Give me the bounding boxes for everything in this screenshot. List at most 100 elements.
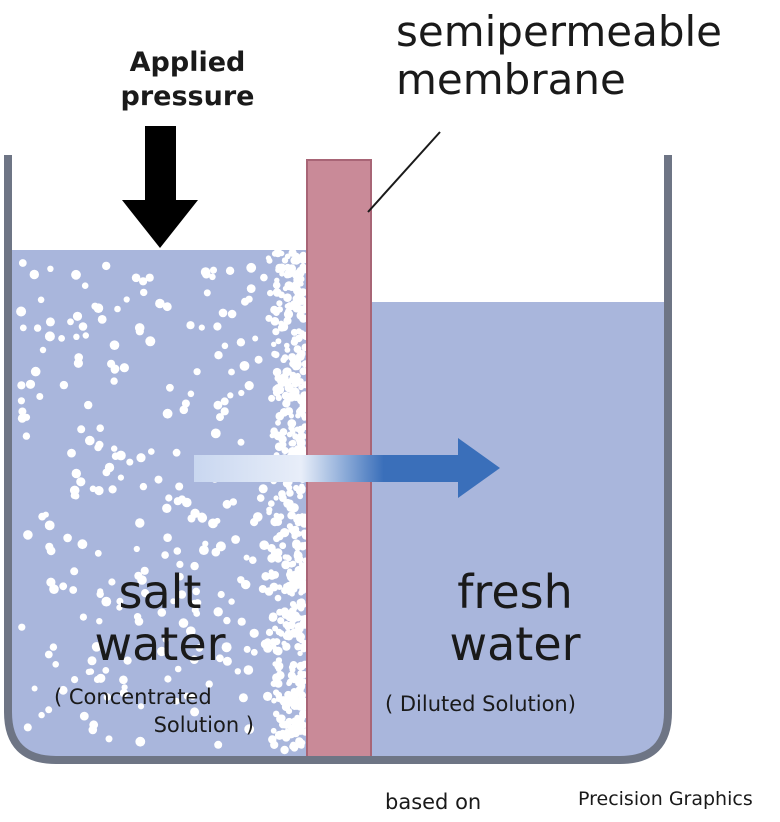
salt-particle xyxy=(176,572,184,581)
applied-pressure-line2: pressure xyxy=(120,81,255,112)
salt-particle xyxy=(275,657,283,664)
salt-particle xyxy=(263,691,273,702)
salt-particle xyxy=(81,282,89,290)
salt-particle xyxy=(297,650,303,657)
salt-particle xyxy=(137,703,145,710)
salt-particle xyxy=(286,484,293,491)
salt-particle xyxy=(162,408,173,419)
salt-particle xyxy=(284,281,294,291)
salt-particle xyxy=(293,445,302,454)
salt-particle xyxy=(145,273,154,282)
salt-particle xyxy=(271,341,277,347)
salt-particle xyxy=(293,551,303,561)
salt-particle xyxy=(155,298,165,309)
salt-particle xyxy=(288,440,295,447)
salt-particle xyxy=(199,545,209,555)
salt-particle xyxy=(208,518,218,529)
salt-particle xyxy=(141,589,150,598)
fresh-water-line2: water xyxy=(449,617,581,671)
salt-particle xyxy=(286,699,293,707)
salt-particle xyxy=(231,535,241,544)
salt-particle xyxy=(102,261,111,271)
salt-particle xyxy=(217,590,225,599)
salt-particle xyxy=(249,628,259,638)
salt-particle xyxy=(200,267,211,277)
salt-particle xyxy=(265,314,273,322)
salt-particle xyxy=(279,271,285,277)
salt-sub-line2: Solution ) xyxy=(153,713,254,737)
salt-particle xyxy=(275,670,285,680)
salt-water-label: salt water xyxy=(60,566,260,670)
salt-particle xyxy=(246,262,257,273)
salt-particle xyxy=(195,644,204,652)
salt-particle xyxy=(148,448,155,455)
salt-particle xyxy=(84,400,93,410)
salt-particle xyxy=(23,530,33,540)
salt-particle xyxy=(267,289,274,297)
salt-particle xyxy=(237,576,245,584)
salt-particle xyxy=(270,517,280,527)
salt-particle xyxy=(273,495,279,501)
salt-particle xyxy=(250,518,259,527)
salt-particle xyxy=(261,572,271,581)
salt-particle xyxy=(59,582,68,591)
salt-particle xyxy=(267,553,277,563)
salt-particle xyxy=(293,358,301,366)
salt-particle xyxy=(279,542,287,550)
salt-particle xyxy=(116,604,123,611)
salt-particle xyxy=(283,293,292,303)
fresh-water-sublabel: ( Diluted Solution) xyxy=(385,692,576,716)
salt-particle xyxy=(254,355,263,364)
salt-particle xyxy=(295,686,304,695)
salt-particle xyxy=(273,548,283,557)
salt-particle xyxy=(250,648,258,656)
salt-particle xyxy=(296,632,305,641)
credit-based-on: based on xyxy=(385,790,482,814)
salt-particle xyxy=(243,645,251,653)
salt-particle xyxy=(30,366,41,377)
salt-particle xyxy=(282,642,291,651)
salt-particle xyxy=(45,317,55,327)
salt-particle xyxy=(187,514,196,523)
membrane-leader-line xyxy=(367,131,441,213)
salt-particle xyxy=(183,692,191,700)
salt-particle xyxy=(216,413,224,422)
salt-particle xyxy=(101,596,112,607)
salt-particle xyxy=(179,405,189,415)
salt-particle xyxy=(85,668,93,676)
salt-particle xyxy=(266,257,273,264)
salt-particle xyxy=(190,707,200,717)
salt-particle xyxy=(300,645,308,653)
salt-particle xyxy=(192,587,200,596)
salt-particle xyxy=(140,288,148,297)
salt-particle xyxy=(31,685,38,692)
salt-particle xyxy=(162,636,170,643)
salt-particle xyxy=(69,586,78,594)
salt-particle xyxy=(134,571,143,580)
salt-particle xyxy=(18,623,26,631)
salt-particle xyxy=(136,453,146,463)
salt-particle xyxy=(16,306,27,317)
salt-particle xyxy=(293,722,301,731)
salt-particle xyxy=(270,317,280,326)
salt-particle xyxy=(123,656,132,665)
salt-particle xyxy=(278,714,286,722)
salt-particle xyxy=(270,305,279,314)
salt-particle xyxy=(291,528,300,536)
salt-particle xyxy=(121,684,128,691)
salt-particle xyxy=(268,500,275,507)
salt-particle xyxy=(221,342,229,350)
salt-particle xyxy=(284,342,290,349)
salt-particle xyxy=(94,486,104,496)
salt-particle xyxy=(295,434,305,444)
salt-particle xyxy=(49,584,59,594)
salt-particle xyxy=(18,259,27,267)
salt-particle xyxy=(162,503,172,513)
salt-particle xyxy=(71,468,82,479)
salt-particle xyxy=(97,588,104,595)
salt-particle xyxy=(134,617,144,626)
salt-particle xyxy=(274,442,284,452)
salt-particle xyxy=(276,532,284,541)
salt-particle xyxy=(297,670,304,677)
salt-particle xyxy=(205,680,213,688)
